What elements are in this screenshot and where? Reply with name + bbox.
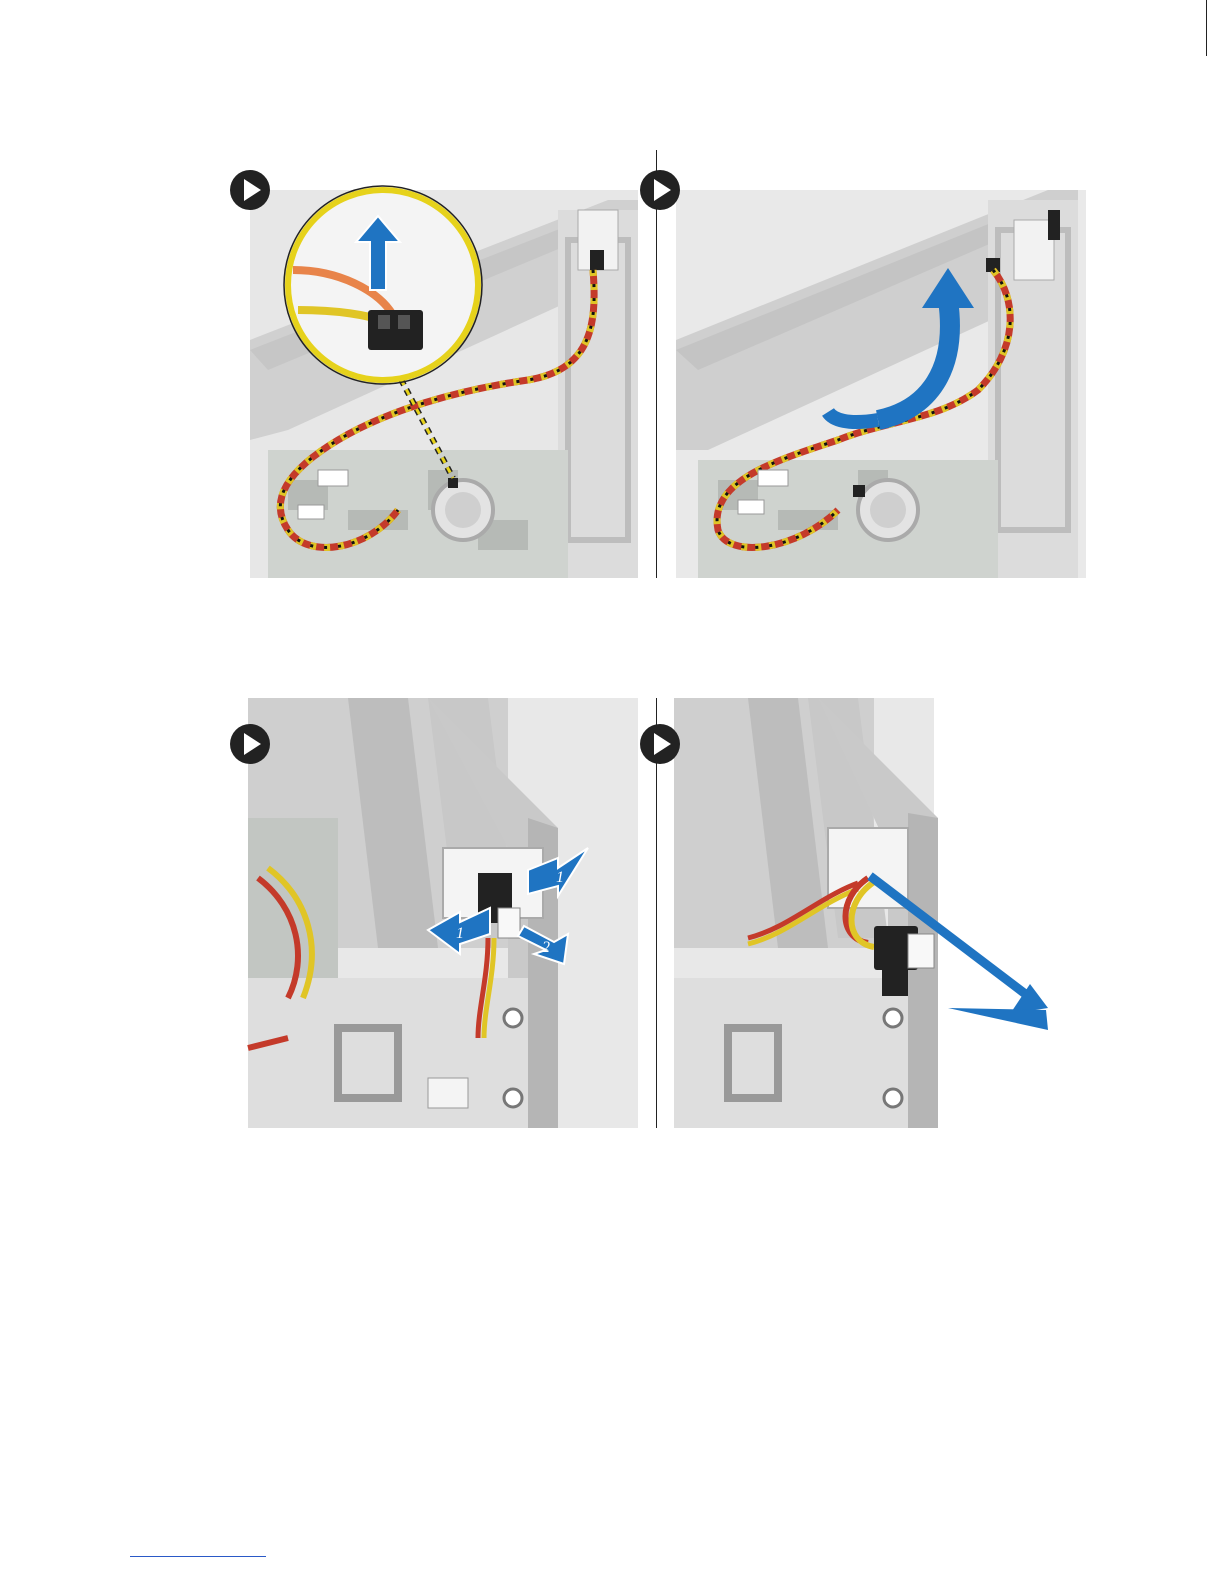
callout-label: 1	[556, 869, 564, 886]
step-illustration: 1 1 2	[228, 698, 638, 1128]
play-arrow-icon	[228, 722, 272, 766]
step-panel-unroute-cable	[638, 150, 1086, 578]
footer-link-underline	[130, 1556, 266, 1557]
callout-label: 1	[456, 925, 464, 942]
step-panel-release-connector: 1 1 2	[228, 698, 638, 1128]
step-illustration	[638, 150, 1086, 578]
figure-row-2: 1 1 2	[0, 698, 1224, 1130]
step-panel-disconnect-cable	[228, 150, 638, 578]
callout-label: 2	[542, 939, 550, 956]
figure-row-1	[0, 150, 1224, 580]
play-arrow-icon	[638, 168, 682, 212]
step-panel-remove-cable	[638, 698, 1058, 1128]
step-illustration	[228, 150, 638, 578]
play-arrow-icon	[638, 722, 682, 766]
step-illustration	[638, 698, 1058, 1128]
top-edge-rule	[1206, 0, 1207, 56]
play-arrow-icon	[228, 168, 272, 212]
